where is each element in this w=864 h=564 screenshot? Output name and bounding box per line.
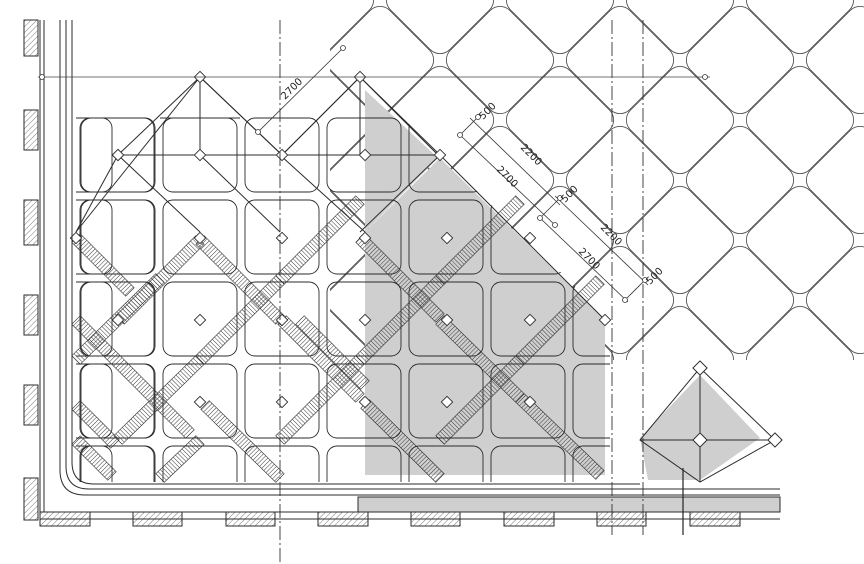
- small-pyramid-feature: [639, 360, 783, 483]
- dimension-label-2700-b: 2700: [494, 164, 520, 190]
- dimension-label-2200-a: 2200: [518, 142, 544, 168]
- dimension-tick-marks: [39, 45, 708, 303]
- dimension-label-500-c: 500: [644, 266, 665, 287]
- dimension-label-500-a: 500: [477, 101, 498, 122]
- dimension-label-2200-b: 2200: [598, 222, 624, 248]
- wall-piers-bottom: [39, 511, 780, 527]
- hatched-diagonal-strips: [71, 195, 605, 483]
- diagonal-framework-lines: [75, 76, 606, 321]
- dimension-lines: [257, 47, 649, 303]
- dimension-label-2700-c: 2700: [576, 246, 602, 272]
- wall-piers-left: [23, 19, 41, 525]
